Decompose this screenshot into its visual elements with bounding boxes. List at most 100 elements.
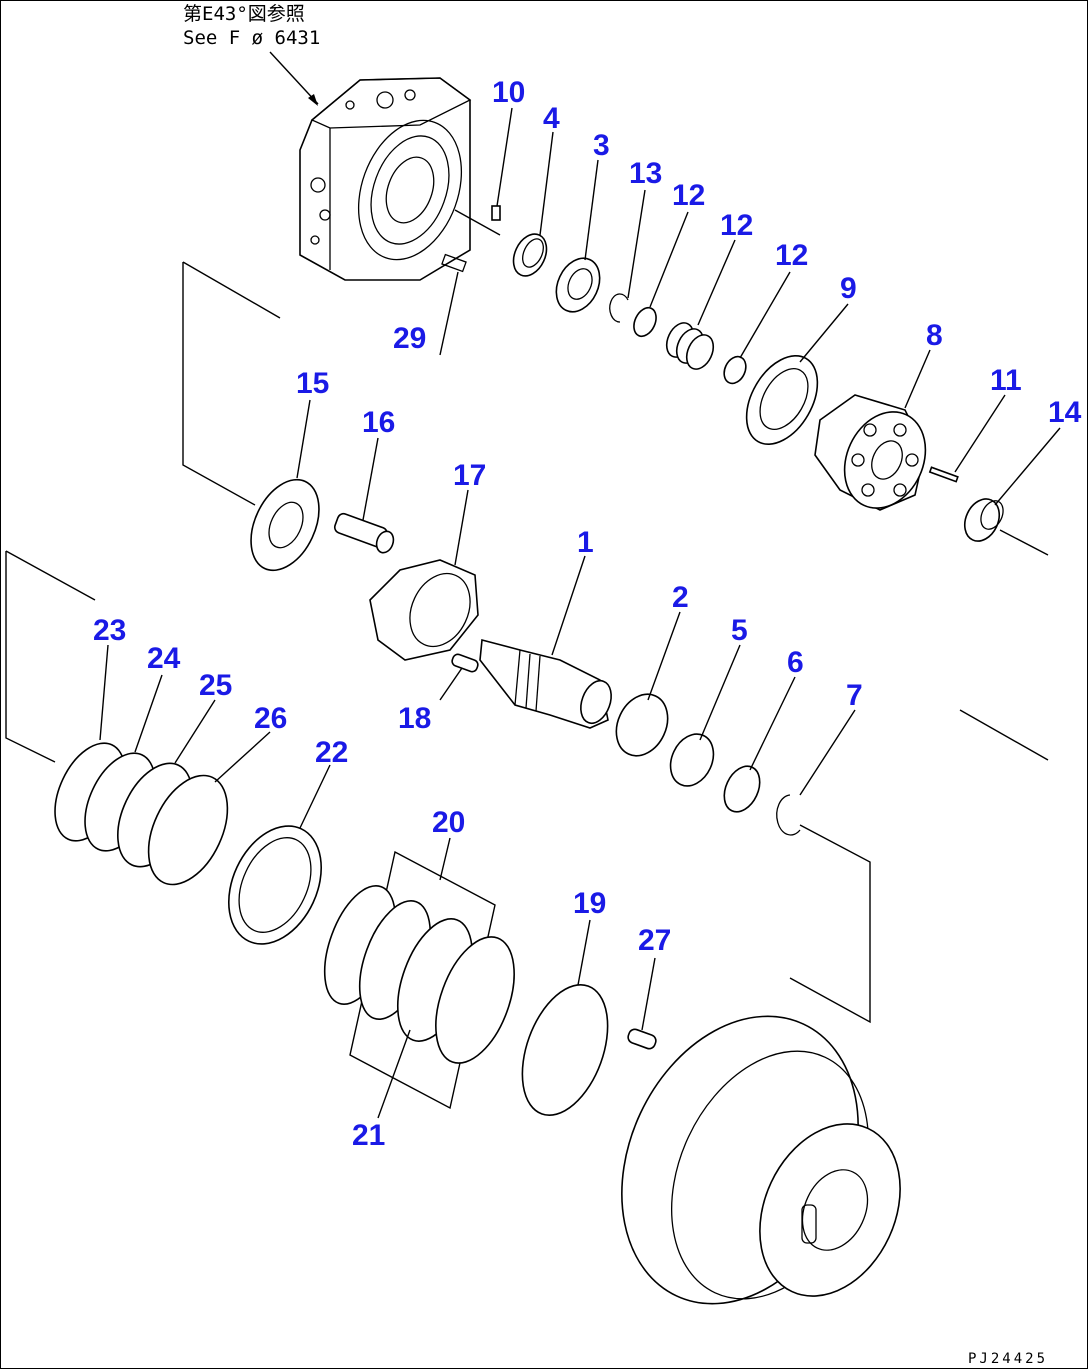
drawing-code: PJ24425 [968,1351,1048,1367]
motor-case [621,1015,901,1305]
callout-27[interactable]: 26 [254,702,287,735]
leader-17 [362,437,379,521]
leader-7 [799,709,856,796]
part-7-snap-ring [776,794,801,836]
axis-line-left-4 [5,550,96,601]
leader-1 [551,555,586,656]
part-18-swash-plate [369,559,479,661]
callout-15[interactable]: 14 [1048,396,1082,429]
callout-2[interactable]: 2 [672,581,689,614]
part-3-bearing [555,257,601,313]
leader-29 [439,271,459,356]
callout-29[interactable]: 29 [393,322,426,355]
part-11-pin [928,466,959,483]
leader-27 [214,731,271,783]
leader-23 [299,764,331,829]
part-14-snap-ring [609,293,629,323]
part-20-plate [521,983,609,1117]
reference-note-en: See F ø 6431 [183,27,320,49]
reference-leader [269,51,319,105]
part-19-pin [451,653,479,673]
callout-5[interactable]: 5 [731,614,748,647]
leader-18 [454,489,469,566]
callout-26[interactable]: 25 [199,669,232,702]
leader-16 [296,399,311,479]
callout-17[interactable]: 16 [362,406,395,439]
axis-line-left-1 [182,261,281,319]
callout-6[interactable]: 6 [787,646,804,679]
part-1-shaft [479,638,612,729]
part-13-spring [665,322,715,370]
callout-12a[interactable]: 12 [672,179,705,212]
leader-20 [577,919,591,986]
axis-line-left-2 [182,262,256,506]
callout-28[interactable]: 27 [638,924,671,957]
axis-line-right-3 [789,824,871,1024]
callout-18[interactable]: 17 [453,459,486,492]
part-10-pin [491,205,501,221]
callout-10[interactable]: 10 [492,76,525,109]
leader-8 [904,349,931,409]
part-4-seal [512,233,548,277]
part-5-collar [669,733,715,787]
axis-line-right [999,529,1049,556]
callout-3[interactable]: 3 [593,129,610,162]
leader-9 [799,303,849,363]
leader-24 [99,644,109,741]
callout-8[interactable]: 8 [926,319,943,352]
part-12-washer-b [723,355,747,385]
callout-13[interactable]: 12 [720,209,753,242]
leader-12a [649,211,689,308]
callout-9[interactable]: 9 [840,272,857,305]
callout-20[interactable]: 19 [573,887,606,920]
leader-6 [749,676,796,771]
axis-line-left-3 [5,551,56,763]
callout-1[interactable]: 1 [577,526,594,559]
callout-16[interactable]: 15 [296,367,329,400]
leader-21 [439,837,451,881]
part-12-washer-a [633,306,657,338]
part-6-washer [723,765,761,813]
callout-23[interactable]: 22 [315,736,348,769]
callout-11[interactable]: 11 [990,364,1022,397]
callout-21[interactable]: 20 [432,806,465,839]
part-9-valve-plate [745,355,819,445]
reference-arrowhead [308,94,318,106]
part-23-brake-piston [227,825,323,945]
part-8-cylinder-block [814,394,927,511]
valve-block [299,77,472,281]
callout-22[interactable]: 21 [352,1119,385,1152]
leader-28 [641,957,656,1031]
leader-14 [627,189,646,299]
part-2-bearing [615,693,669,757]
leader-11 [954,394,1006,473]
leader-4 [539,131,554,236]
part-21-22-plates [323,885,515,1064]
leader-19 [439,667,463,701]
leader-25 [134,674,163,753]
callout-14[interactable]: 13 [629,157,662,190]
leader-10 [496,107,513,207]
part-16-retainer [250,478,320,572]
callout-19[interactable]: 18 [398,702,431,735]
callout-25[interactable]: 24 [147,642,181,675]
leader-22 [377,1029,411,1119]
part-17-piston [333,512,395,554]
callout-12b[interactable]: 12 [775,239,808,272]
callout-4[interactable]: 4 [543,102,560,135]
leader-5 [699,644,741,741]
callout-7[interactable]: 7 [846,679,863,712]
axis-line-right-2 [959,709,1049,761]
leader-26 [174,699,216,764]
leader-3 [584,159,599,261]
part-15-bearing [963,498,1004,542]
callout-24[interactable]: 23 [93,614,126,647]
leader-12b [739,271,791,359]
part-28-spring [627,1028,657,1050]
reference-note-jp: 第E43°図参照 [183,3,305,25]
leader-2 [647,611,681,701]
axis-line-upper [454,209,501,236]
leader-15 [994,427,1061,506]
part-27-ring [147,774,229,886]
